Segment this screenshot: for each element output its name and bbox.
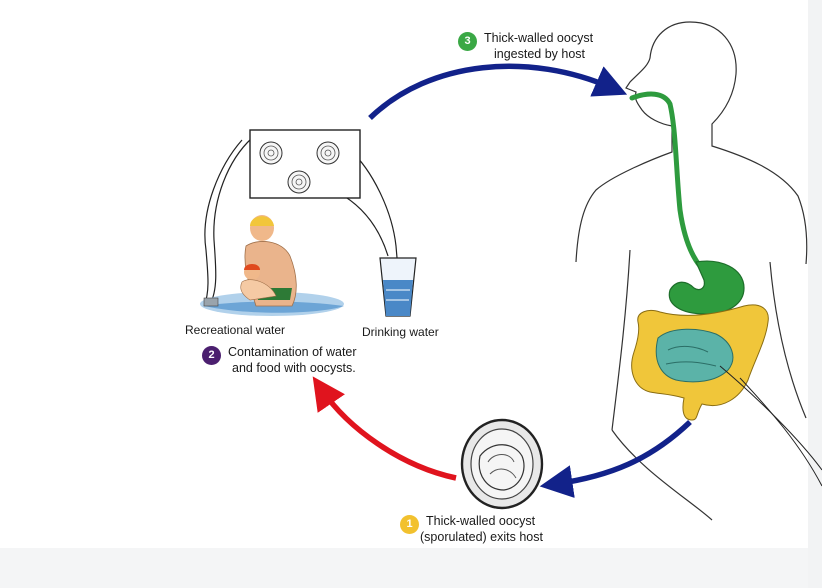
- step-1-text: Thick-walled oocyst (sporulated) exits h…: [420, 513, 543, 545]
- oocyst: [460, 418, 544, 510]
- step-1-line2: (sporulated) exits host: [420, 530, 543, 544]
- step-2-badge: 2: [202, 346, 221, 365]
- bottom-band: [0, 548, 822, 588]
- arrow-contamination: [312, 376, 457, 481]
- recreational-water-label: Recreational water: [185, 323, 286, 337]
- step-1-badge: 1: [400, 515, 419, 534]
- step-2-text: Contamination of water and food with ooc…: [228, 344, 357, 376]
- stomach: [668, 260, 745, 315]
- step-2-line2: and food with oocysts.: [232, 361, 356, 375]
- digestive-tract: [629, 91, 769, 421]
- human-body-outline: [575, 21, 808, 521]
- drinking-water-label: Drinking water: [362, 325, 439, 339]
- side-band: [808, 0, 822, 588]
- drinking-glass: [379, 257, 417, 317]
- step-3-line1: Thick-walled oocyst: [484, 31, 594, 45]
- step-3-text: Thick-walled oocyst ingested by host: [484, 30, 593, 62]
- small-intestine: [655, 328, 734, 383]
- arrow-exit: [539, 420, 692, 498]
- step-3-badge: 3: [458, 32, 477, 51]
- water-sample-box: [249, 129, 361, 199]
- swimmers-illustration: [200, 215, 344, 316]
- esophagus: [629, 91, 703, 269]
- step-3-line2: ingested by host: [494, 47, 586, 61]
- exit-pointer-line: [719, 365, 822, 471]
- step-1-line1: Thick-walled oocyst: [426, 514, 536, 528]
- arrow-ingestion: [368, 63, 628, 120]
- step-2-line1: Contamination of water: [228, 345, 357, 359]
